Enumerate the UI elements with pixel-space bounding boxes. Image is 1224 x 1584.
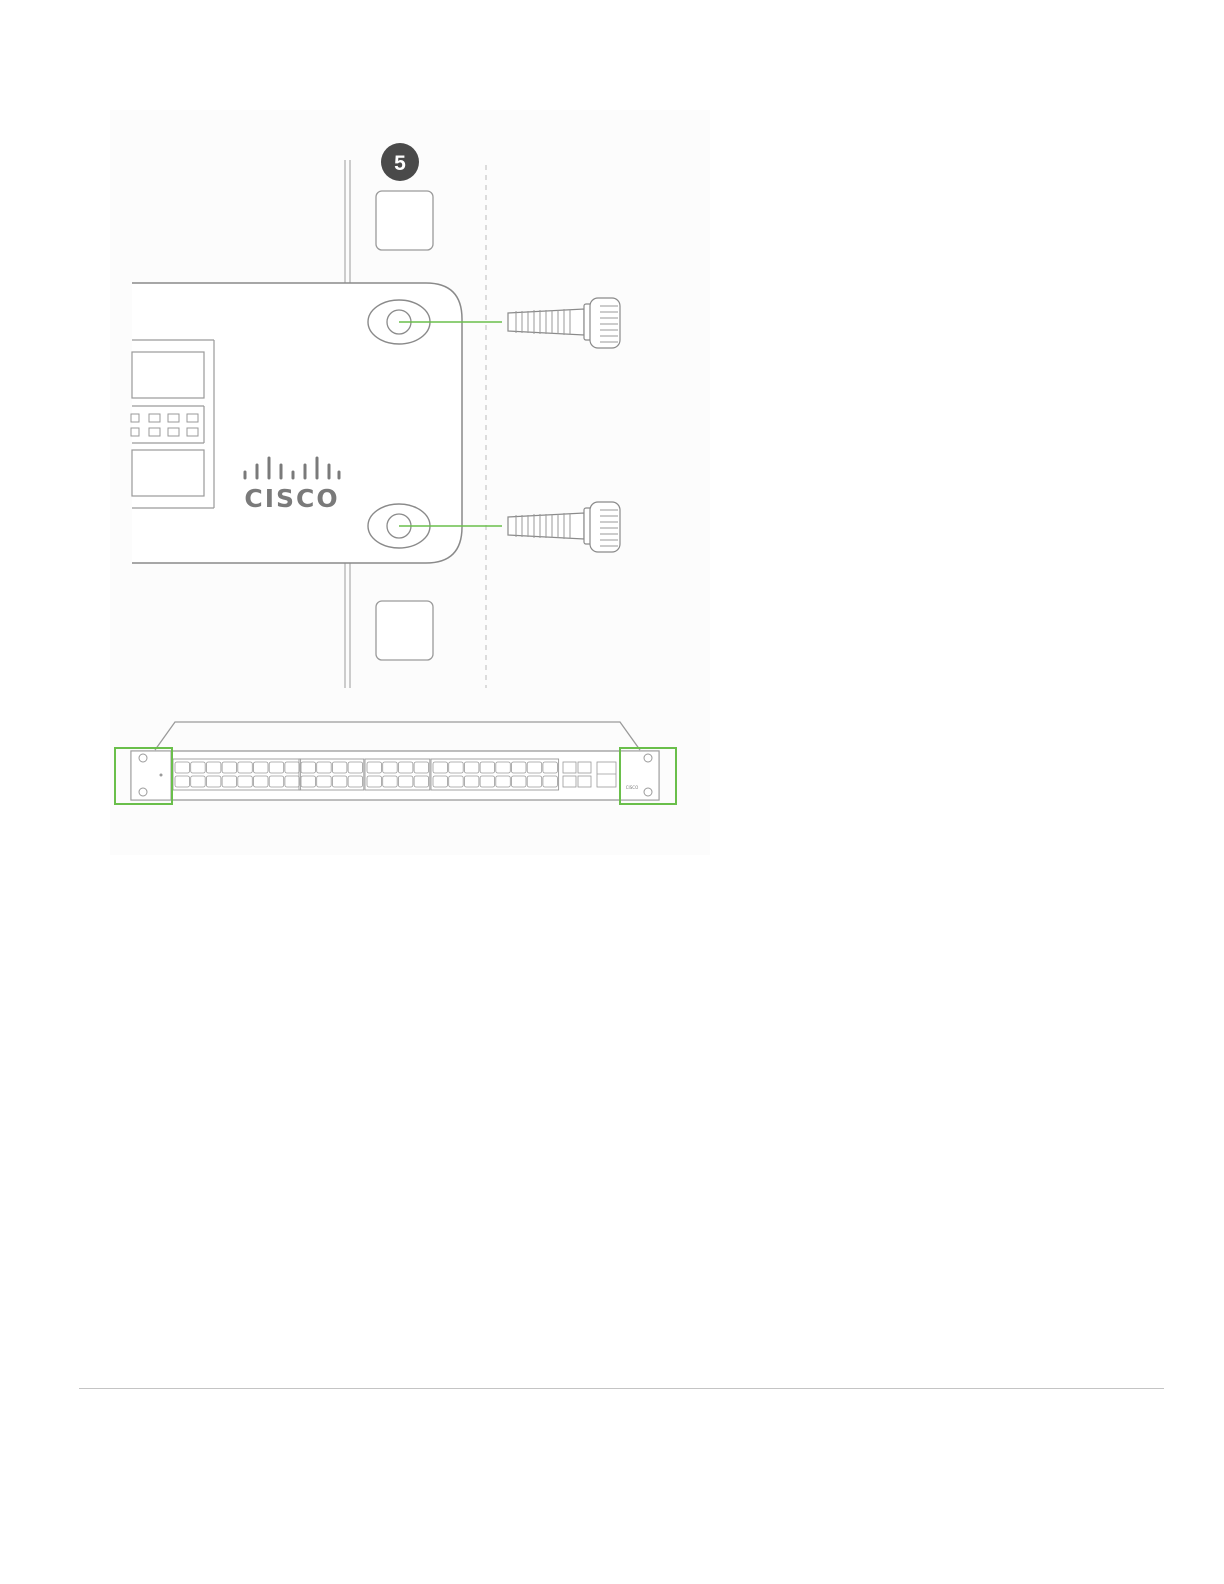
ethernet-port	[175, 776, 190, 787]
uplink-port	[578, 776, 591, 787]
footer-divider	[79, 1388, 1164, 1389]
switch-chassis	[131, 751, 659, 800]
uplink-port	[563, 776, 576, 787]
ethernet-port	[433, 762, 448, 773]
ethernet-port	[269, 762, 284, 773]
ethernet-port	[464, 776, 479, 787]
ethernet-port	[480, 776, 495, 787]
ethernet-port	[191, 762, 206, 773]
ethernet-port	[206, 762, 221, 773]
cisco-logo-text: CISCO	[244, 484, 339, 513]
ethernet-port	[285, 776, 300, 787]
ethernet-port	[464, 762, 479, 773]
ethernet-port	[301, 776, 316, 787]
ethernet-port	[348, 762, 363, 773]
ethernet-port	[254, 776, 269, 787]
ethernet-port	[398, 776, 413, 787]
management-port-block	[597, 762, 616, 787]
ethernet-port	[317, 762, 332, 773]
uplink-port	[563, 762, 576, 773]
step-badge: 5	[381, 143, 419, 181]
ethernet-port	[512, 776, 527, 787]
ethernet-port	[543, 762, 558, 773]
ethernet-port	[285, 762, 300, 773]
rack-square-hole-bottom	[376, 601, 433, 660]
ethernet-port	[383, 762, 398, 773]
ethernet-port	[269, 776, 284, 787]
ethernet-port	[238, 762, 253, 773]
ethernet-port	[222, 762, 237, 773]
ethernet-port	[301, 762, 316, 773]
ethernet-port	[512, 762, 527, 773]
switch-logo-small: CISCO	[626, 785, 638, 790]
ethernet-port	[480, 762, 495, 773]
switch-right-ear	[620, 751, 659, 800]
ethernet-port	[414, 776, 429, 787]
ethernet-port	[238, 776, 253, 787]
ethernet-port	[449, 776, 464, 787]
ethernet-port	[175, 762, 190, 773]
ethernet-port	[206, 776, 221, 787]
ethernet-port	[348, 776, 363, 787]
ethernet-port	[527, 776, 542, 787]
ethernet-port	[527, 762, 542, 773]
ethernet-port	[496, 762, 511, 773]
ethernet-port	[543, 776, 558, 787]
rack-square-hole-top	[376, 191, 433, 250]
ethernet-port	[383, 776, 398, 787]
ethernet-port	[449, 762, 464, 773]
step-number: 5	[394, 152, 406, 175]
ethernet-port	[398, 762, 413, 773]
ethernet-port	[254, 762, 269, 773]
ethernet-port	[367, 762, 382, 773]
ethernet-port	[191, 776, 206, 787]
ethernet-port	[433, 776, 448, 787]
ethernet-port	[367, 776, 382, 787]
ethernet-port	[414, 762, 429, 773]
switch-left-ear	[131, 751, 171, 800]
uplink-port	[578, 762, 591, 773]
ethernet-port	[496, 776, 511, 787]
ethernet-port	[332, 776, 347, 787]
ethernet-port	[317, 776, 332, 787]
ethernet-port	[222, 776, 237, 787]
ethernet-port	[332, 762, 347, 773]
